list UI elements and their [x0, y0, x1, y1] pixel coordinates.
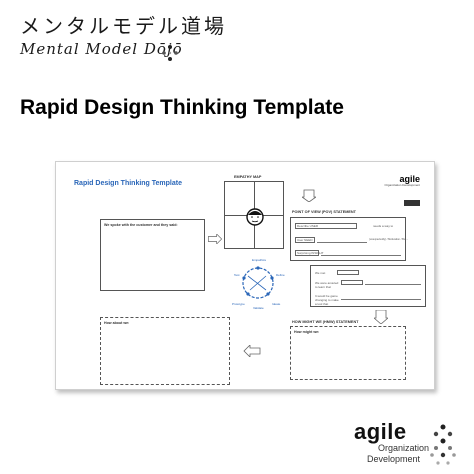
- japanese-title: メンタルモデル道場: [20, 14, 227, 38]
- pov-user-label: Describe USER: [297, 224, 319, 228]
- how-about-box: How about we:: [100, 317, 230, 385]
- pov-insight-label: Surprising INSIGHT: [297, 251, 324, 255]
- pov-insight-field: [295, 250, 319, 256]
- brand-name: Mental Model Dōjō: [20, 40, 183, 58]
- footer-brand-line2: Development: [367, 454, 421, 464]
- arrow-right-icon: [208, 234, 222, 244]
- agile-logo-icon: [430, 424, 456, 465]
- face-icon: [246, 208, 264, 226]
- license-badge-icon: [404, 200, 420, 206]
- footer-brand-line1: Organization: [378, 443, 430, 453]
- pov-because-label: (unexpectedly) / Motivation / But...: [369, 238, 409, 241]
- design-thinking-cycle-icon: [242, 266, 274, 299]
- arrow-left-icon: [243, 345, 261, 357]
- pov-label: POINT OF VIEW (POV) STATEMENT: [292, 210, 356, 214]
- cycle-label-validate: Validate: [253, 306, 264, 310]
- cycle-label-empathize: Empathize: [252, 258, 267, 262]
- hmw-label: HOW MIGHT WE (HMW) STATEMENT: [292, 320, 359, 324]
- amazed-label: We were amazed to learn that: [315, 281, 339, 289]
- we-met-box: We met We were amazed to learn that It w…: [310, 265, 426, 307]
- how-about-label: How about we:: [104, 321, 130, 325]
- sheet-brand-sub: Organization Development: [384, 183, 420, 187]
- dots-logo-icon: [162, 45, 178, 61]
- customer-said-box: We spoke with the customer and they said…: [100, 219, 205, 291]
- footer-brand-word: agile: [354, 419, 407, 444]
- cycle-label-prototype: Prototype: [232, 302, 245, 306]
- how-might-label: How might we:: [294, 330, 320, 334]
- arrow-down-icon: [302, 189, 316, 202]
- game-changing-label: It would be game changing to make a tool…: [315, 294, 339, 306]
- hmw-box: How might we:: [290, 326, 406, 380]
- customer-said-label: We spoke with the customer and they said…: [104, 223, 178, 227]
- page-title: Rapid Design Thinking Template: [20, 96, 344, 119]
- empathy-map: [224, 181, 284, 249]
- empathy-map-label: EMPATHY MAP: [234, 175, 262, 179]
- cycle-label-define: Define: [276, 273, 285, 277]
- sheet-brand-word: agile: [399, 174, 420, 184]
- pov-box: Describe USER needs a way to User NEED (…: [290, 217, 409, 261]
- arrow-down-icon-2: [374, 310, 388, 324]
- pov-need-label: User NEED: [297, 238, 313, 242]
- pov-need-field: [295, 237, 315, 243]
- template-sheet: Rapid Design Thinking Template agile Org…: [55, 161, 435, 390]
- pov-needs-label: needs a way to: [373, 224, 394, 228]
- sheet-brand: agile Organization Development: [384, 174, 420, 187]
- pov-user-field: [295, 223, 357, 229]
- cycle-label-test: Test: [234, 273, 240, 277]
- we-met-label: We met: [315, 271, 326, 275]
- cycle-label-ideate: Ideate: [272, 302, 281, 306]
- sheet-title: Rapid Design Thinking Template: [74, 180, 182, 187]
